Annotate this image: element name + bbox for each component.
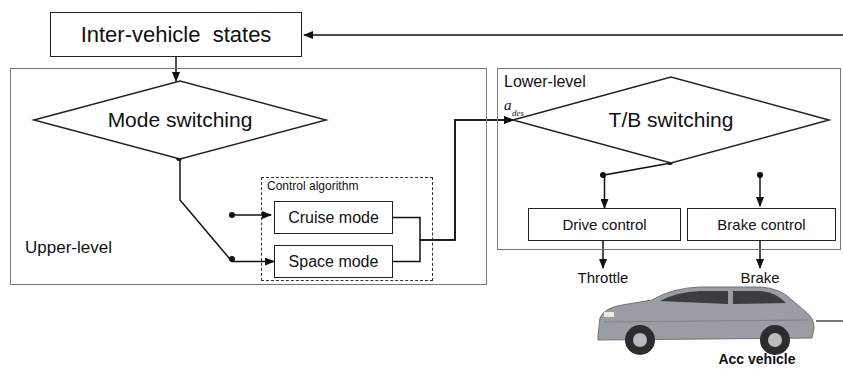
group-label: Control algorithm	[267, 179, 358, 193]
group-label: Upper-level	[25, 238, 112, 258]
node-label: T/B switching	[609, 108, 734, 132]
node-label: Space mode	[289, 253, 379, 271]
decision-diamond: Mode switching	[34, 81, 326, 159]
level-panel: Lower-levelT/B switchingDrive control Bra…	[497, 68, 841, 250]
decision-diamond: T/B switching	[513, 77, 829, 163]
output-arrow	[602, 240, 604, 268]
connector	[393, 120, 513, 262]
process-box: Cruise mode	[274, 201, 393, 234]
state-box: Inter-vehicle states	[50, 12, 302, 57]
feedback-line	[304, 34, 843, 36]
process-box: Drive control	[528, 208, 681, 241]
vehicle-label: Acc vehicle	[718, 352, 795, 366]
node-label: Cruise mode	[288, 209, 379, 227]
output-label: Throttle	[578, 270, 629, 285]
vehicle-signal-line	[816, 320, 843, 322]
connector	[605, 163, 672, 208]
connector	[175, 57, 177, 81]
process-box: Space mode	[274, 245, 393, 278]
signal-subscript: des	[512, 109, 524, 118]
node-label: Inter-vehicle states	[81, 22, 272, 48]
process-box: Brake control	[687, 208, 836, 241]
input-arrow	[232, 214, 271, 216]
connector	[180, 159, 274, 262]
algorithm-group: Control algorithmCruise modeSpace mode	[261, 177, 433, 281]
group-label: Lower-level	[504, 73, 586, 91]
node-label: Brake control	[717, 216, 805, 233]
input-arrow	[759, 175, 761, 206]
connector	[393, 120, 513, 240]
output-label: Brake	[740, 270, 779, 285]
output-arrow	[759, 240, 761, 268]
car-illustration	[598, 287, 814, 355]
level-panel: Upper-level Mode switchingControl algorit…	[10, 68, 487, 285]
node-label: Drive control	[562, 216, 646, 233]
node-label: Mode switching	[108, 108, 253, 132]
signal-name: a	[504, 98, 512, 113]
